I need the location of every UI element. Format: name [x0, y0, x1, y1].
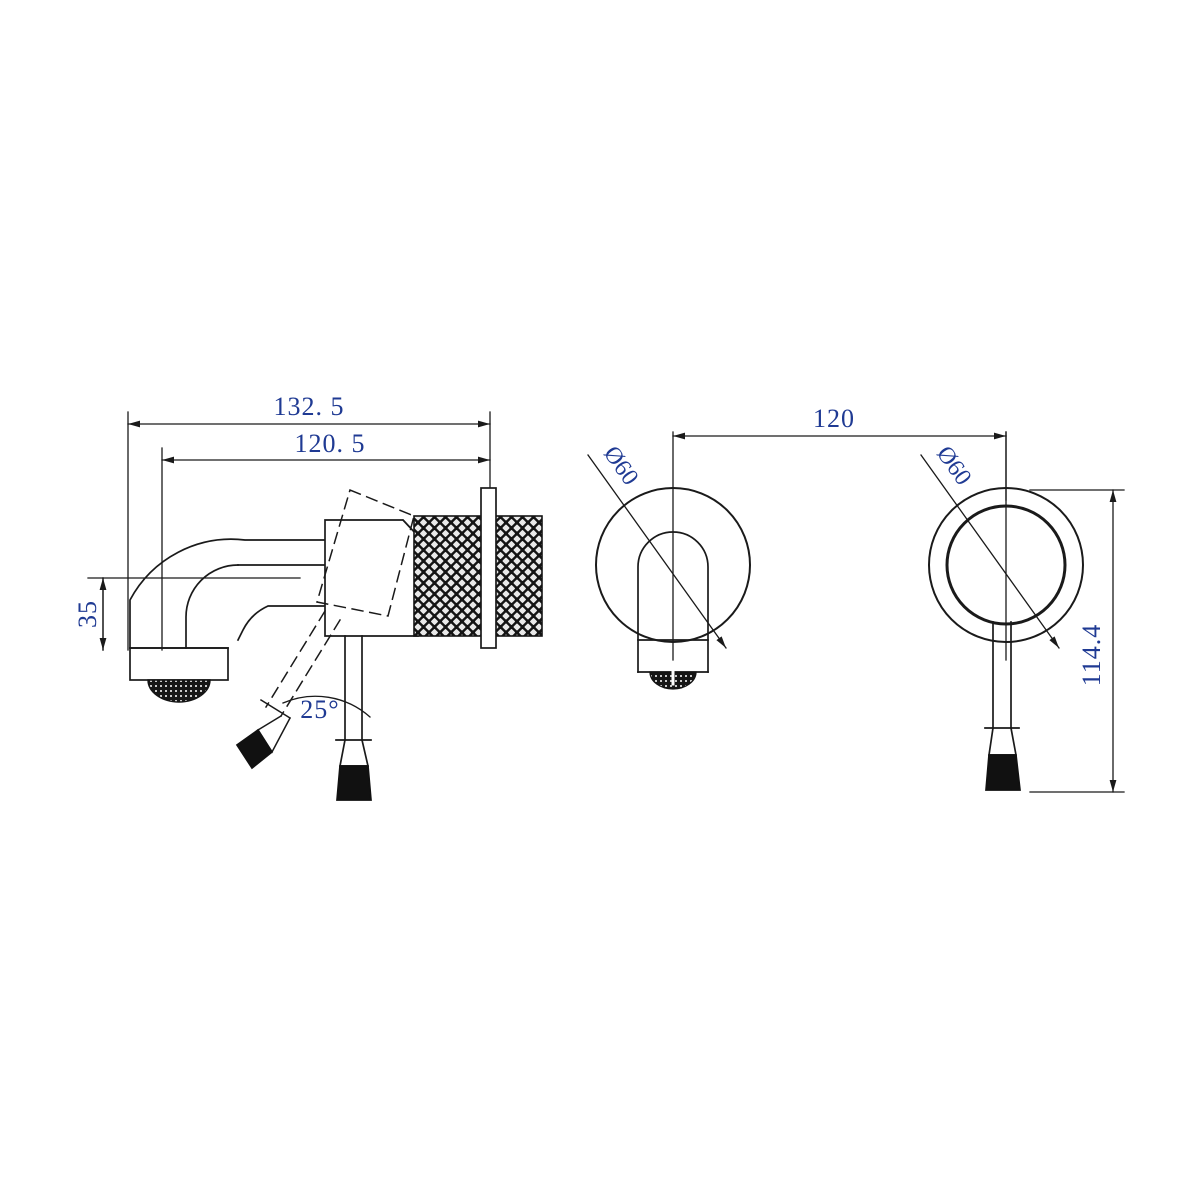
aerator-outlet-front: [649, 670, 697, 690]
side-view-geometry: [87, 411, 543, 801]
lever-handle-front: [984, 621, 1021, 791]
dimension-label-114-4: 114.4: [1077, 624, 1106, 687]
dimension-label-dia60-spout: Ø60: [598, 442, 643, 491]
valve-body-block: [324, 519, 419, 637]
dimension-label-dia60-handle: Ø60: [931, 442, 976, 491]
dimension-label-132-5: 132. 5: [274, 392, 345, 421]
knurled-collar: [413, 515, 543, 637]
dimension-114-4: [1029, 489, 1125, 793]
dimension-label-120: 120: [813, 404, 855, 433]
dimension-label-25-degree: 25°: [300, 695, 339, 724]
leader-dia60-handle: [920, 454, 1060, 649]
dimension-label-35: 35: [73, 600, 102, 628]
front-view-spout-geometry: [587, 431, 751, 690]
escutcheon-outer-circle: [928, 487, 1084, 643]
escutcheon-circle: [595, 487, 751, 643]
lever-handle-upright: [335, 635, 372, 801]
lever-handle-rotated: [235, 609, 342, 770]
dimension-label-120-5: 120. 5: [295, 429, 366, 458]
wall-flange-plate: [480, 487, 497, 649]
front-view-handle-geometry: [672, 431, 1125, 793]
dimension-25-degree: [282, 695, 371, 718]
leader-dia60-spout: [587, 454, 727, 649]
spout-outline: [129, 538, 331, 681]
escutcheon-inner-circle: [945, 504, 1067, 626]
aerator-outlet: [147, 679, 211, 703]
